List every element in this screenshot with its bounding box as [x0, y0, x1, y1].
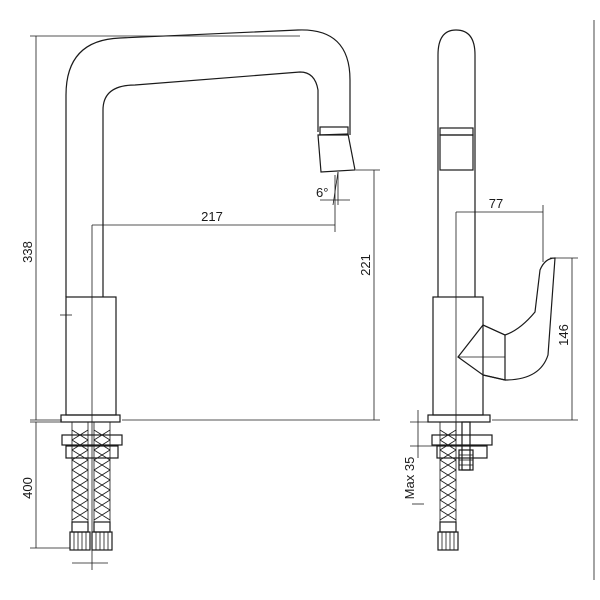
dim-handle-height: 146 [556, 324, 571, 346]
dim-spout-height: 221 [358, 254, 373, 276]
lever-cartridge [457, 324, 506, 381]
braided-hose-left [71, 421, 89, 523]
dim-spout-reach: 217 [201, 209, 223, 224]
dim-spout-angle: 6° [316, 185, 328, 200]
side-mounting-stud [458, 421, 474, 471]
side-body [432, 296, 484, 416]
side-braided-hose [437, 421, 459, 551]
hose-fittings [69, 521, 113, 551]
side-base-flange [427, 414, 491, 423]
side-view [427, 29, 556, 551]
base-flange [60, 414, 121, 423]
spout-outline-outer [65, 29, 351, 297]
side-spout-tube [437, 29, 476, 297]
lever-handle [482, 257, 556, 381]
dim-hose-length: 400 [20, 477, 35, 499]
faucet-body [65, 296, 117, 416]
aerator-outlet [317, 133, 356, 173]
spout-outline-inner [102, 71, 319, 297]
front-view [60, 29, 356, 570]
braided-hose-right [93, 421, 111, 523]
side-view-dimensions: 77 146 Max 35 [402, 196, 578, 505]
front-view-dimensions: 338 400 217 6° 221 [20, 35, 380, 564]
side-aerator-band [439, 127, 474, 136]
dim-max-deck-thickness: Max 35 [402, 457, 417, 500]
side-aerator [439, 134, 474, 171]
dim-total-height: 338 [20, 241, 35, 263]
dim-handle-reach: 77 [489, 196, 503, 211]
